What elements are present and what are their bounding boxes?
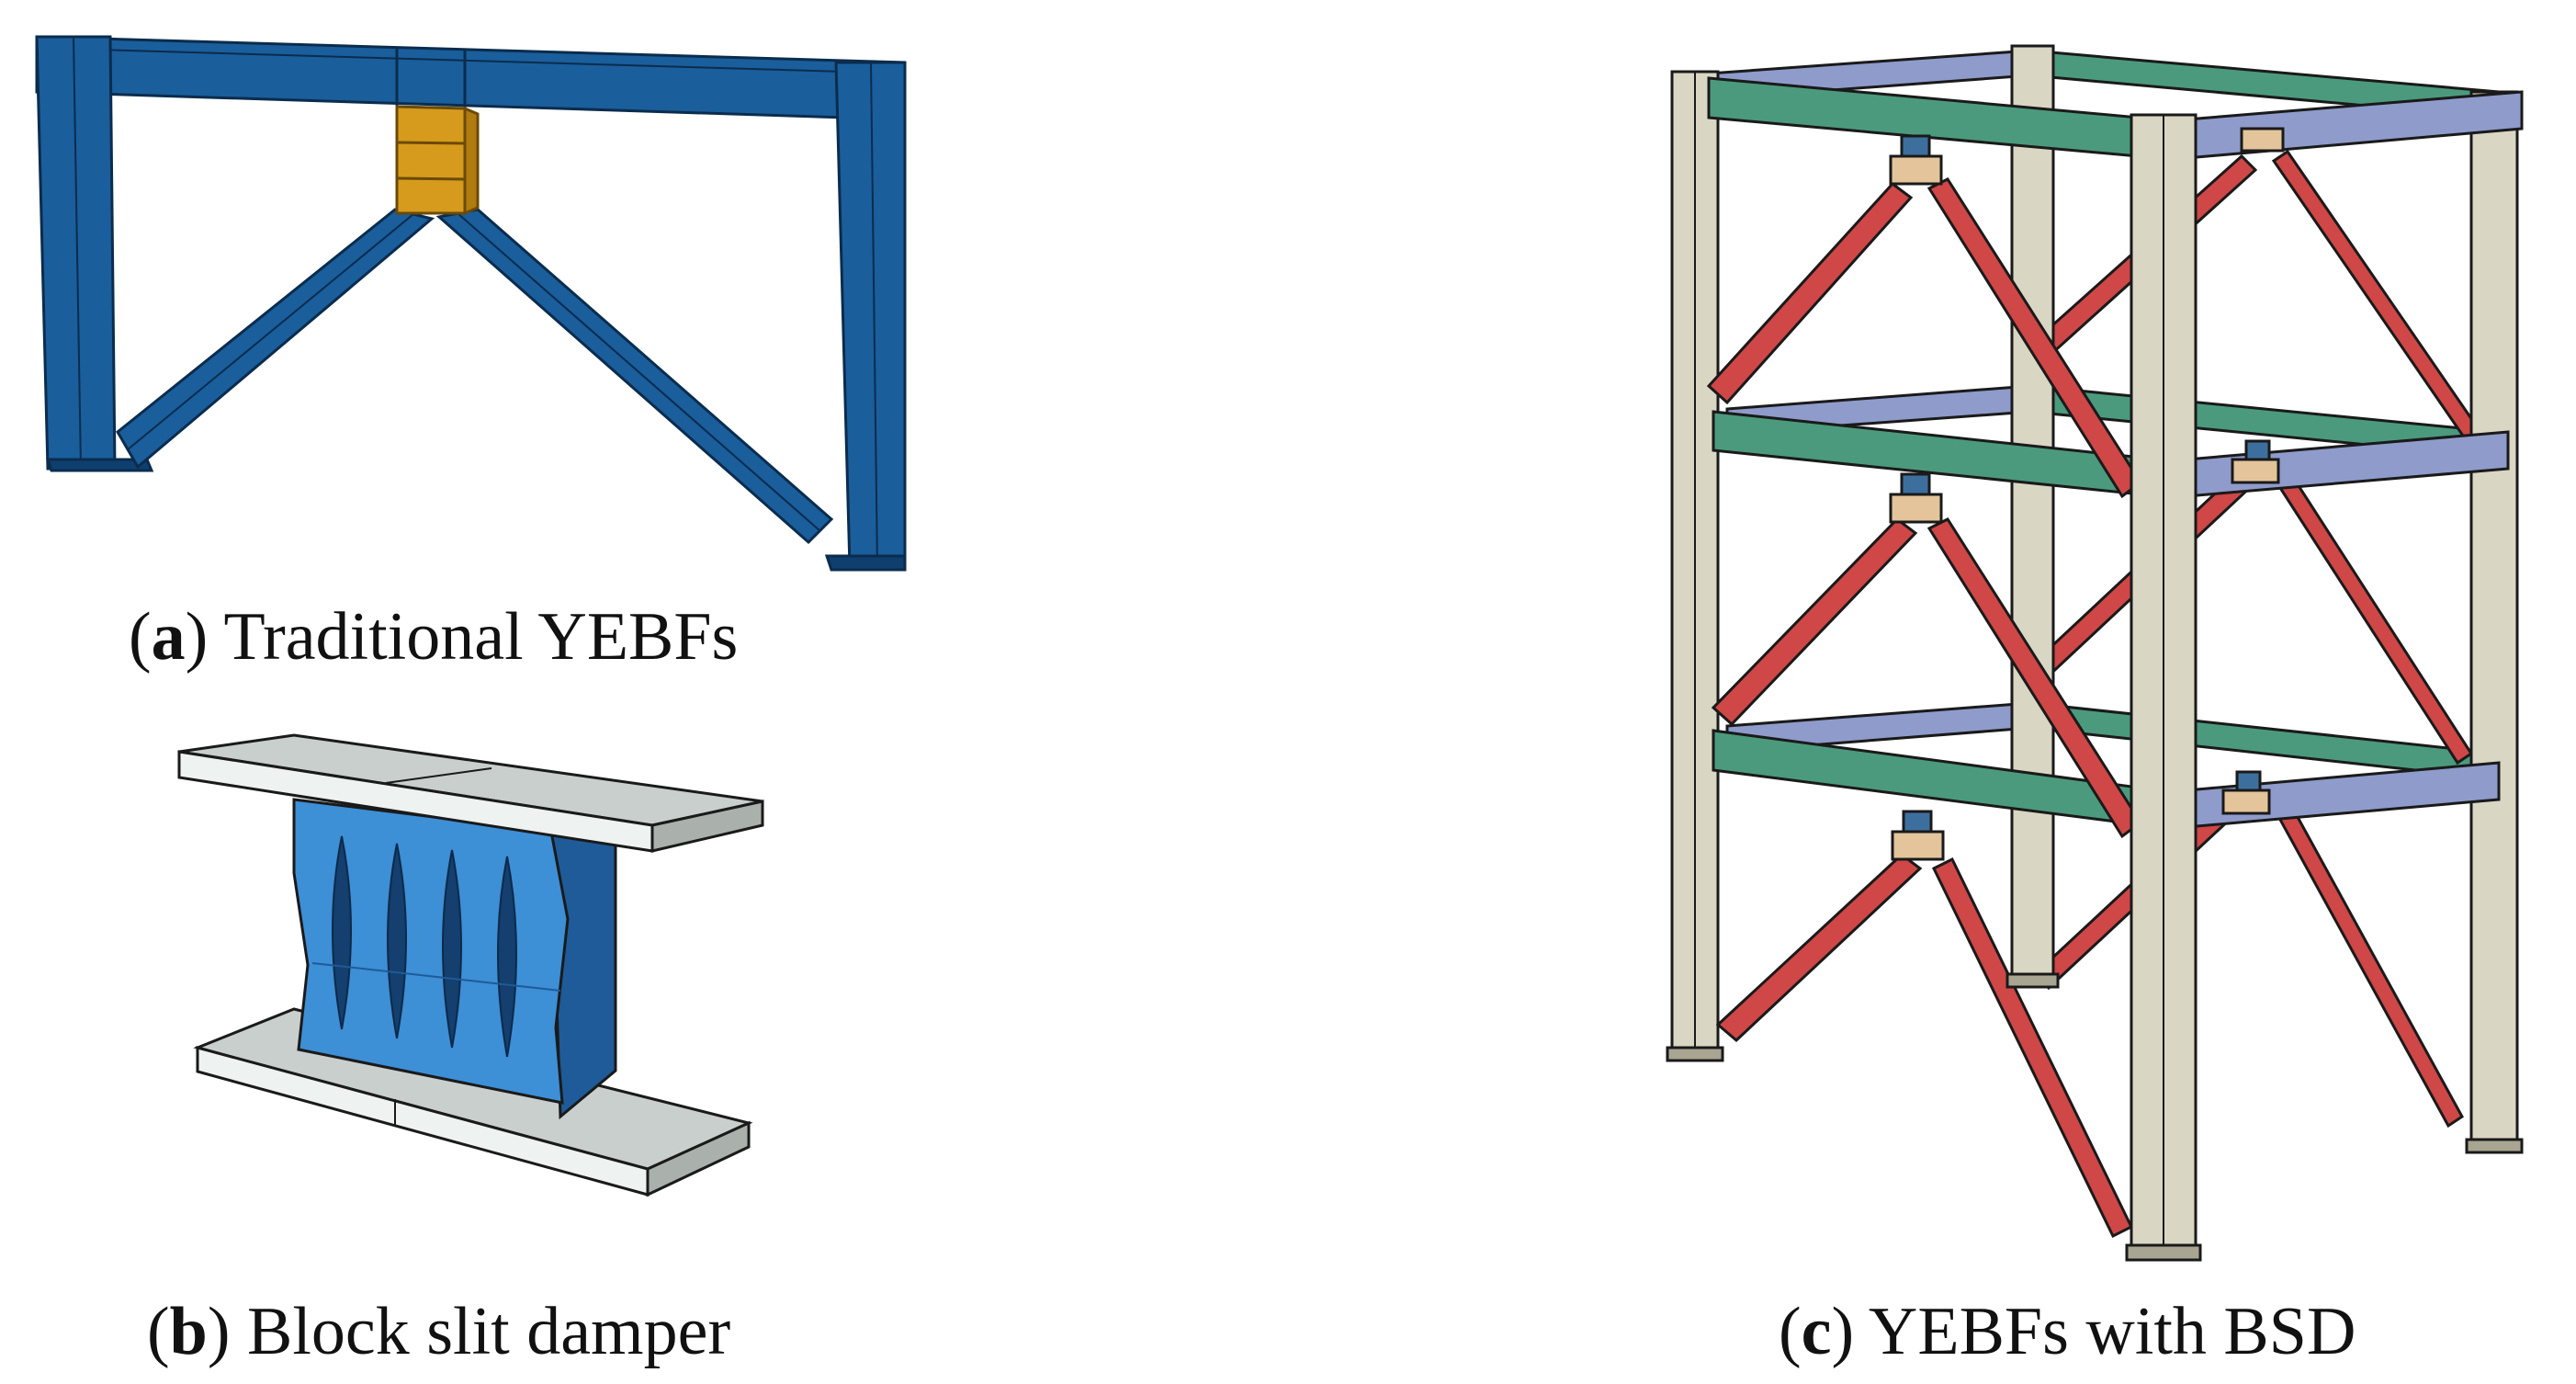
frame-a-beam xyxy=(35,35,907,121)
frame-a-right-column xyxy=(834,61,907,570)
yield-link xyxy=(395,105,480,216)
caption-block-slit-damper: (b) Block slit damper xyxy=(147,1294,731,1369)
back-columns xyxy=(2010,44,2519,1151)
frame-a-left-column xyxy=(35,35,117,471)
caption-c-letter: c xyxy=(1801,1294,1832,1369)
column-back-left xyxy=(2010,44,2055,985)
block-slit-damper xyxy=(177,733,764,1197)
caption-b-letter: b xyxy=(169,1294,208,1369)
caption-b-text: Block slit damper xyxy=(246,1294,731,1369)
caption-a-text: Traditional YEBFs xyxy=(223,599,739,675)
yebf-with-bsd-structure xyxy=(1666,44,2524,1262)
frame-a-right-brace xyxy=(435,208,834,545)
frame-a-left-base xyxy=(45,458,154,472)
traditional-yebf-frame xyxy=(35,35,907,572)
damper-body-front xyxy=(292,798,570,1105)
damper-slits xyxy=(332,835,517,1058)
front-braces xyxy=(1706,177,2143,1239)
back-braces xyxy=(2023,149,2483,1129)
caption-yebfs-with-bsd: (c) YEBFs with BSD xyxy=(1779,1294,2356,1369)
frame-a-left-brace xyxy=(116,208,435,470)
caption-a-letter: a xyxy=(151,599,186,675)
column-bases xyxy=(1666,972,2524,1262)
bsd-connectors xyxy=(1889,127,2285,861)
back-beams xyxy=(1707,49,2501,781)
column-back-right xyxy=(2469,90,2519,1151)
frame-a-right-base xyxy=(824,554,907,572)
caption-c-text: YEBFs with BSD xyxy=(1868,1294,2356,1369)
caption-traditional-yebfs: (a) Traditional YEBFs xyxy=(129,599,739,675)
